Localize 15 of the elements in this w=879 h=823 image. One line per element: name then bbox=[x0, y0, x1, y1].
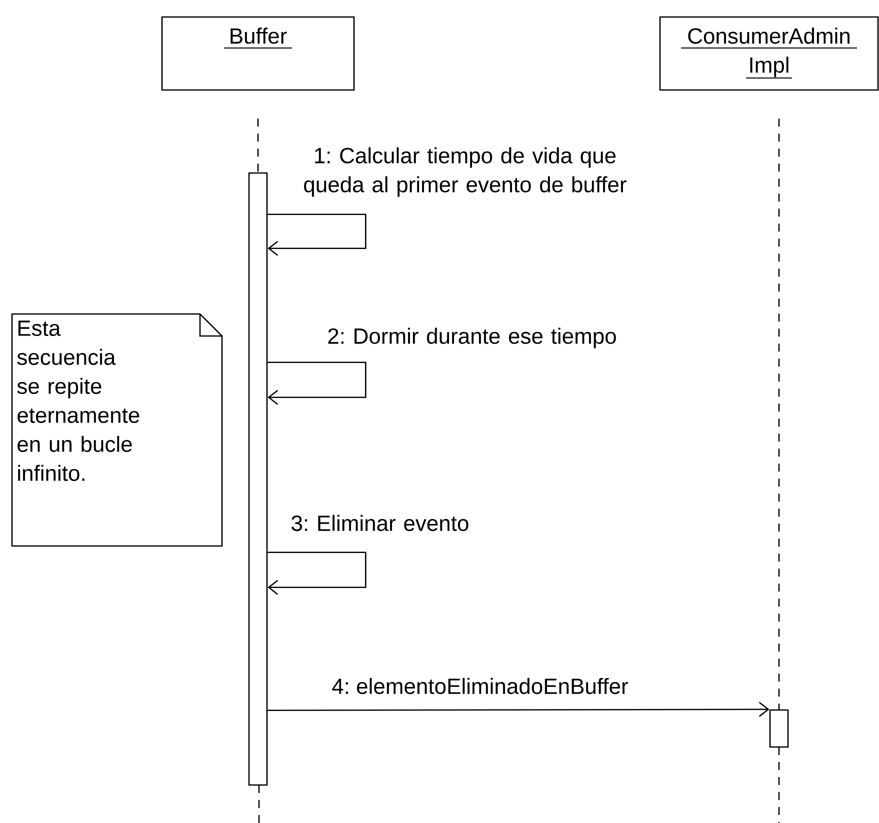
edge-label: 3: Eliminar evento bbox=[292, 514, 468, 532]
edge-label: 4: elementoEliminadoEnBuffer bbox=[332, 678, 628, 694]
self-message-arrow bbox=[268, 552, 366, 595]
object-box: Buffer bbox=[161, 16, 355, 91]
activation-bar bbox=[769, 709, 789, 748]
self-message-arrow bbox=[268, 214, 366, 256]
message-arrow bbox=[268, 702, 770, 717]
edge-label: 1: Calcular tiempo de vida que queda al primer evento de buffer bbox=[304, 147, 626, 197]
object-box: ConsumerAdmin Impl bbox=[659, 16, 879, 91]
lifeline bbox=[257, 118, 259, 172]
lifeline bbox=[778, 118, 780, 710]
note: Esta secuencia se repite eternamente en un bucle infinito. bbox=[11, 313, 223, 547]
edge-label: 2: Dormir durante ese tiempo bbox=[328, 328, 616, 348]
self-message-arrow bbox=[268, 362, 366, 405]
activation-bar bbox=[248, 172, 268, 786]
